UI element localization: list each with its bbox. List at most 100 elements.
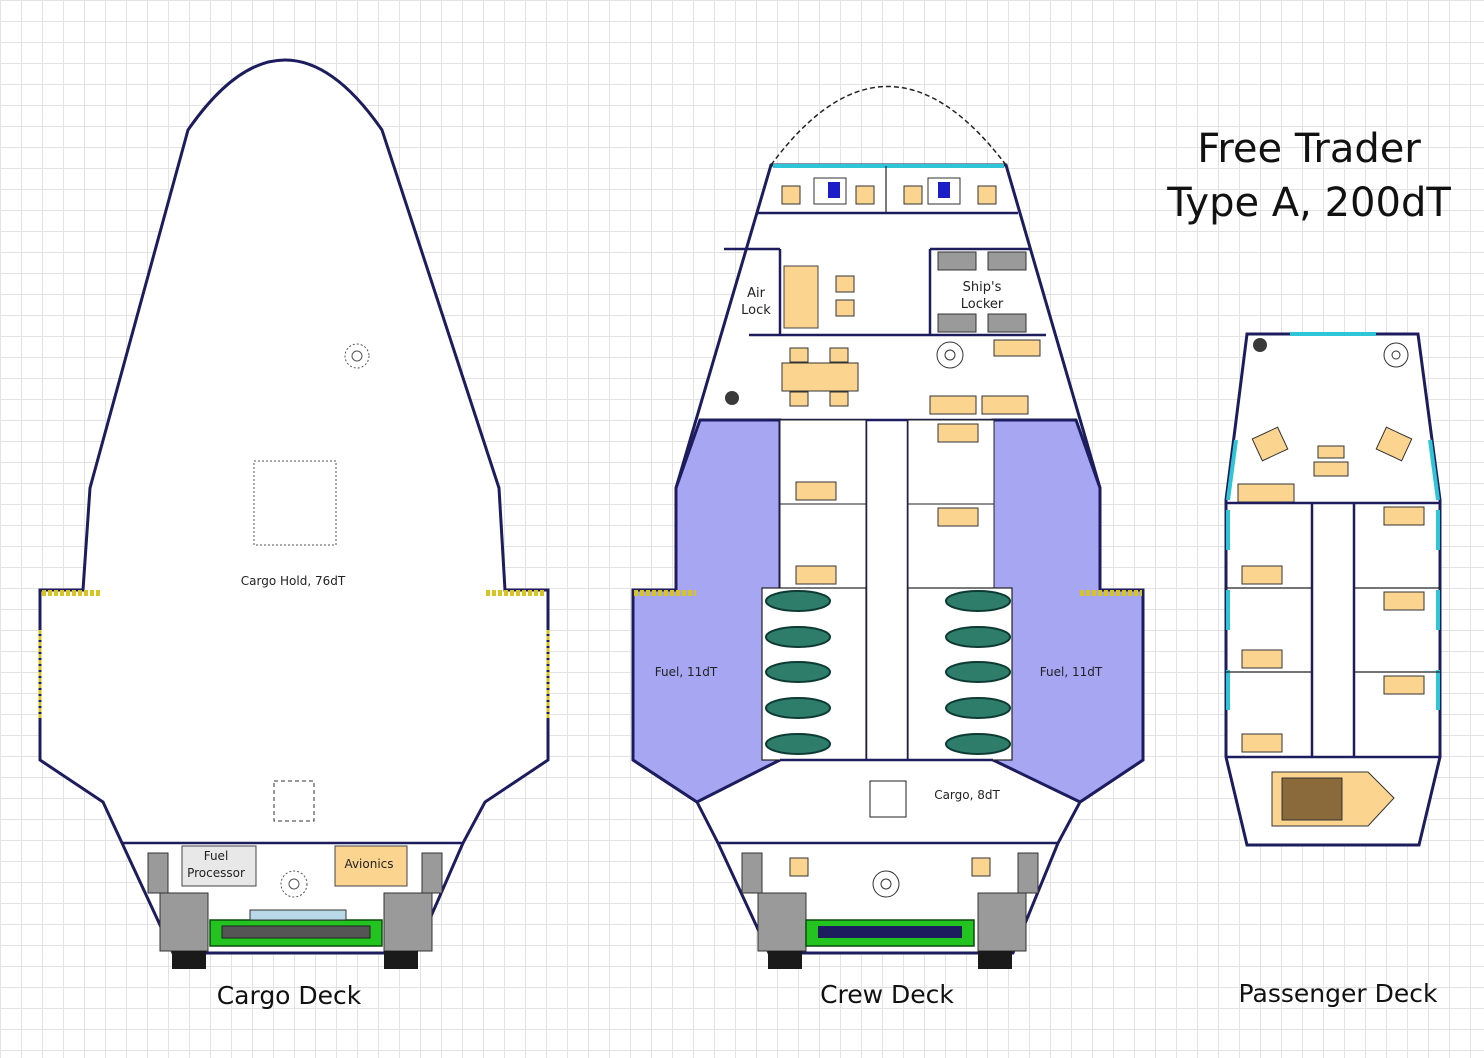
title-line-1: Free Trader: [1197, 126, 1421, 172]
lounge-seat-1: [1251, 426, 1289, 462]
low-berth-right-1: [945, 590, 1011, 612]
crew-deck: Fuel, 11dT Fuel, 11dT Air Lock Ship's Lo…: [631, 85, 1145, 1009]
cargo-ladder-icon: [344, 343, 370, 369]
engineer-seat-right: [971, 857, 991, 877]
passenger-left-window: [1226, 439, 1238, 501]
passenger-bunk-left-3: [1241, 733, 1283, 753]
airlock-label-2: Lock: [741, 303, 771, 318]
galley-seat-2: [835, 299, 855, 317]
crew-cargo-lift: [869, 780, 907, 818]
bridge-seat-1: [781, 185, 801, 205]
bridge-seat-4: [977, 185, 997, 205]
fuel-tank-right: [991, 418, 1145, 804]
passenger-deck-hull: [1224, 332, 1442, 847]
crew-drive-left: [757, 892, 807, 952]
cargo-thruster-left: [172, 951, 206, 969]
cargo-thruster-right: [384, 951, 418, 969]
fuel-right-label: Fuel, 11dT: [1040, 665, 1103, 679]
launch-vehicle-cabin: [1281, 777, 1343, 821]
cargo-drive-right: [383, 892, 433, 952]
cargo-deck-hull: [38, 58, 550, 955]
bridge-screen-left: [828, 182, 840, 198]
common-chair-2: [829, 347, 849, 363]
passenger-ladder-icon: [1383, 342, 1409, 368]
common-couch-1: [929, 395, 977, 415]
low-berth-left-4: [765, 697, 831, 719]
cargo-drive-left: [159, 892, 209, 952]
crew-engine-ladder-icon-core: [880, 878, 892, 890]
cargo-hatch-outline: [253, 460, 337, 546]
passenger-ladder-icon-core: [1391, 350, 1401, 360]
common-chair-4: [829, 391, 849, 407]
cargo-deck-label: Cargo Deck: [217, 981, 362, 1010]
crew-ladder-icon: [936, 341, 964, 369]
lounge-seat-2: [1375, 426, 1413, 462]
avionics-console: [334, 845, 408, 887]
crew-deck-label: Crew Deck: [820, 980, 954, 1009]
passenger-bunk-right-3: [1383, 675, 1425, 695]
engineer-seat-left: [789, 857, 809, 877]
fuel-processor-label-2: Processor: [187, 866, 245, 880]
low-berth-left-1: [765, 590, 831, 612]
passenger-galley: [1237, 483, 1295, 503]
low-berth-right-3: [945, 661, 1011, 683]
common-couch-2: [981, 395, 1029, 415]
crew-thruster-left: [768, 951, 802, 969]
crew-ladder-icon-core: [944, 349, 956, 361]
avionics-label: Avionics: [344, 857, 393, 871]
cargo-ladder-icon-core: [351, 350, 363, 362]
bridge-canopy: [770, 85, 1007, 166]
bunk-left-1: [795, 481, 837, 501]
stairwell: [783, 265, 819, 329]
crew-engine-left-unit: [741, 852, 763, 894]
cargo-hold-label: Cargo Hold, 76dT: [241, 574, 346, 588]
locker-cabinet-4: [987, 313, 1027, 333]
low-berth-right-5: [945, 733, 1011, 755]
fuel-left-label: Fuel, 11dT: [655, 665, 718, 679]
galley-seat-1: [835, 275, 855, 293]
title-line-2: Type A, 200dT: [1166, 180, 1451, 226]
engine-ladder-icon-core: [288, 878, 300, 890]
locker-label-2: Locker: [961, 297, 1004, 312]
fuel-processor-label-1: Fuel: [204, 849, 229, 863]
locker-label-1: Ship's: [963, 280, 1002, 295]
cargo-deck: Cargo Hold, 76dT Fuel Processor Avionics…: [38, 58, 550, 1010]
bunk-right-1: [937, 423, 979, 443]
common-table: [781, 362, 859, 392]
crew-power-plant-core: [818, 926, 962, 938]
low-berth-right-2: [945, 626, 1011, 648]
passenger-deck-label: Passenger Deck: [1239, 979, 1438, 1008]
airlock-label-1: Air: [747, 286, 766, 301]
bunk-left-2: [795, 565, 837, 585]
low-berth-left-3: [765, 661, 831, 683]
locker-cabinet-2: [987, 251, 1027, 271]
passenger-right-window: [1428, 439, 1440, 501]
cargo-power-plant-core: [221, 925, 371, 939]
low-berth-right-4: [945, 697, 1011, 719]
passenger-bunk-right-1: [1383, 506, 1425, 526]
crew-drive-right: [977, 892, 1027, 952]
bridge-seat-3: [903, 185, 923, 205]
passenger-bunk-left-1: [1241, 565, 1283, 585]
engine-ladder-icon: [280, 870, 308, 898]
cargo-engine-right-unit: [421, 852, 443, 894]
common-chair-1: [789, 347, 809, 363]
fuel-tank-left: [631, 418, 782, 804]
low-berth-left-5: [765, 733, 831, 755]
fuel-processor: [181, 845, 257, 887]
passenger-deck: Passenger Deck: [1224, 332, 1442, 1008]
passenger-bunk-left-2: [1241, 649, 1283, 669]
cargo-engine-left-unit: [147, 852, 169, 894]
crew-cargo-label: Cargo, 8dT: [934, 788, 1000, 802]
crew-thruster-right: [978, 951, 1012, 969]
passenger-plant-icon: [1253, 338, 1267, 352]
common-chair-3: [789, 391, 809, 407]
crew-plant-icon: [725, 391, 739, 405]
locker-cabinet-3: [937, 313, 977, 333]
locker-cabinet-1: [937, 251, 977, 271]
lounge-couch: [1313, 461, 1349, 477]
crew-engine-right-unit: [1017, 852, 1039, 894]
bunk-right-2: [937, 507, 979, 527]
lounge-table: [1317, 445, 1345, 459]
